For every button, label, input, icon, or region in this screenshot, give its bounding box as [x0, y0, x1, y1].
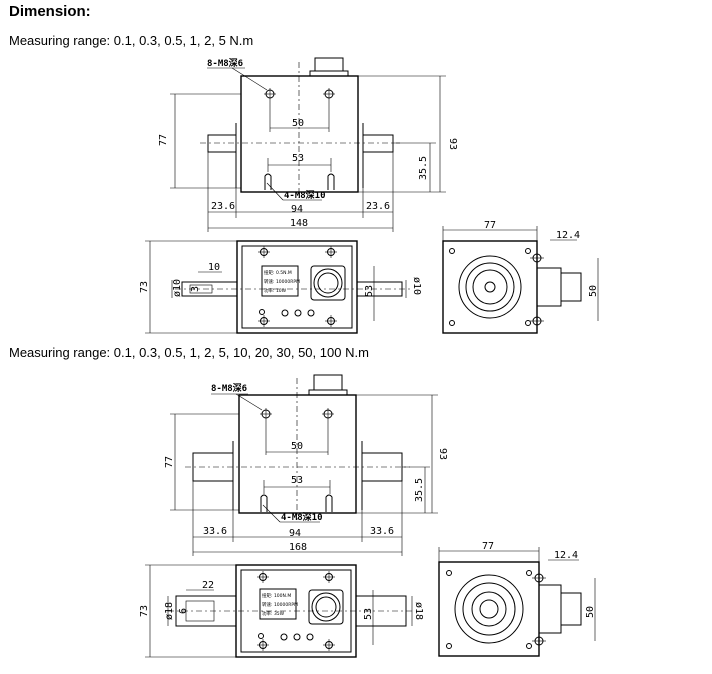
dim-77-side-1: 77 [484, 220, 496, 231]
dim-73-1: 73 [139, 281, 150, 293]
dim-shaft-2: ø18 [164, 602, 175, 620]
measuring-range-1: Measuring range: 0.1, 0.3, 0.5, 1, 2, 5 … [9, 33, 254, 48]
dim-50-side-1: 50 [588, 285, 599, 297]
top-view-1: 扭矩: 0.5N.M 转速: 10000RPM 功率: 10W 73 ø10 1… [139, 240, 422, 334]
dim-73-2: 73 [139, 605, 150, 617]
dim-93-2: 93 [437, 448, 448, 460]
top-view-2: 扭矩: 100N.M 转速: 10000RPM 功率: 35W 73 ø18 2… [139, 564, 424, 658]
nameplate-line-2b: 转速: 10000RPM [262, 601, 298, 608]
dim-53-top-1: 53 [364, 285, 375, 297]
dim-left-1: 23.6 [211, 201, 235, 212]
dim-77-2: 77 [164, 456, 175, 468]
hole-note-top-1: 8-M8深6 [207, 57, 243, 69]
measuring-range-2: Measuring range: 0.1, 0.3, 0.5, 1, 2, 5,… [9, 345, 369, 360]
dim-50-side-2: 50 [585, 606, 596, 618]
dim-keyw-1: 3 [190, 286, 201, 292]
dim-shaft-1: ø10 [172, 279, 183, 297]
dim-124-1: 12.4 [556, 230, 580, 241]
dim-total-1: 148 [290, 218, 308, 229]
mount-holes-1 [258, 246, 337, 327]
dim-50-2: 50 [291, 441, 303, 452]
dim-94-2: 94 [289, 528, 301, 539]
dim-355-2: 35.5 [414, 478, 425, 502]
dim-53-1: 53 [292, 153, 304, 164]
dim-right-1: 23.6 [366, 201, 390, 212]
dim-94-1: 94 [291, 204, 303, 215]
front-view-2: 50 53 8-M8深6 4-M8深10 77 93 35.5 33.6 94 … [164, 374, 448, 556]
dim-53-2: 53 [291, 475, 303, 486]
dim-124-2: 12.4 [554, 550, 578, 561]
dim-355-1: 35.5 [418, 156, 429, 180]
nameplate-line-1c: 功率: 10W [264, 287, 287, 294]
hole-note-bottom-1: 4-M8深10 [284, 189, 326, 201]
nameplate-line-1b: 转速: 10000RPM [264, 278, 300, 285]
hole-note-top-2: 8-M8深6 [211, 382, 247, 394]
dim-key-2: 22 [202, 580, 214, 591]
page-title: Dimension: [9, 3, 91, 20]
dim-total-2: 168 [289, 542, 307, 553]
dim-shaft2-1: ø10 [411, 277, 422, 295]
nameplate-line-1a: 扭矩: 0.5N.M [264, 269, 292, 276]
dim-77-side-2: 77 [482, 541, 494, 552]
side-view-2: 77 12.4 50 [438, 541, 596, 657]
side-view-1: 77 12.4 50 [442, 220, 599, 334]
dim-keyw-2: 6 [178, 608, 189, 614]
hole-note-bottom-2: 4-M8深10 [281, 511, 323, 523]
dim-shaft2-2: ø18 [413, 602, 424, 620]
nameplate-line-2a: 扭矩: 100N.M [262, 592, 291, 599]
dim-77-1: 77 [158, 134, 169, 146]
front-view-1: 50 53 8-M8深6 4-M8深10 77 93 35.5 23.6 9 [158, 57, 458, 232]
mount-holes-2 [257, 571, 335, 651]
dim-right-2: 33.6 [370, 526, 394, 537]
dim-left-2: 33.6 [203, 526, 227, 537]
nameplate-line-2c: 功率: 35W [262, 610, 285, 617]
dim-key-1: 10 [208, 262, 220, 273]
dim-53-top-2: 53 [363, 608, 374, 620]
dim-93-1: 93 [447, 138, 458, 150]
dim-50-1: 50 [292, 118, 304, 129]
